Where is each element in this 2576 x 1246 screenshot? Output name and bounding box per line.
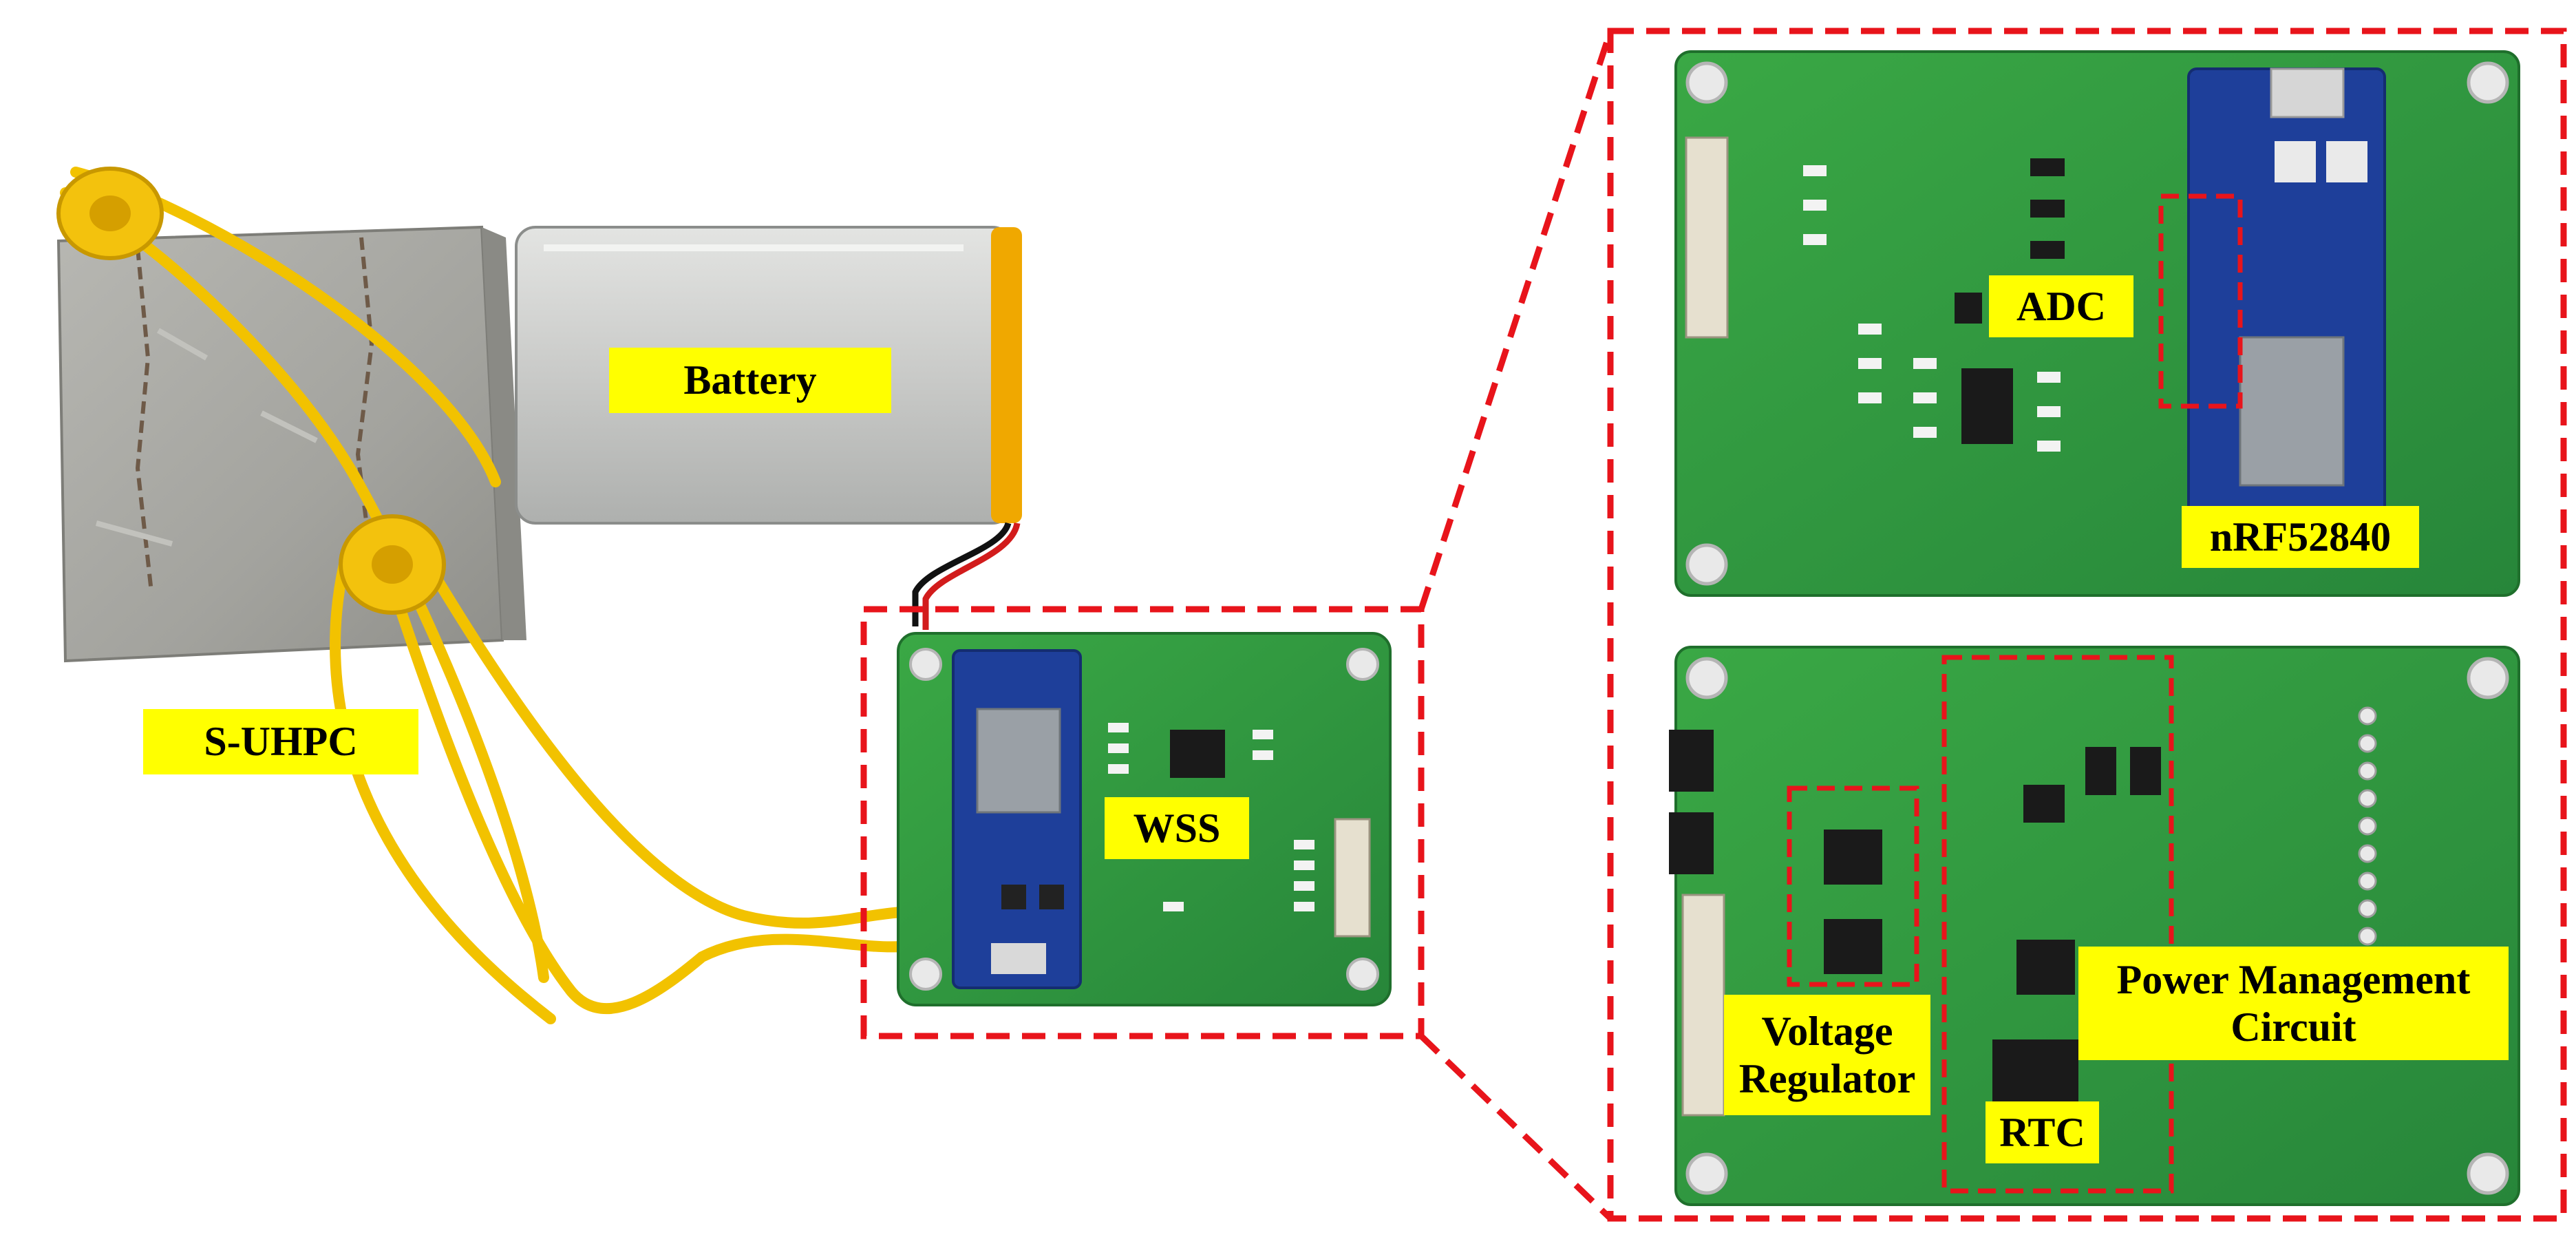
uhpc-specimen [56, 225, 526, 663]
label-wss: WSS [1105, 797, 1249, 859]
label-voltage-regulator: Voltage Regulator [1724, 995, 1930, 1115]
label-battery: Battery [609, 348, 891, 413]
lipo-battery [515, 226, 1022, 630]
label-adc: ADC [1989, 275, 2133, 337]
detail-top-board [1674, 50, 2520, 597]
label-specimen: S-UHPC [143, 709, 418, 774]
label-mcu: nRF52840 [2182, 506, 2419, 568]
detail-callout-box [1607, 28, 2567, 1222]
wire-clamps [56, 167, 446, 615]
label-power-management: Power Management Circuit [2078, 947, 2509, 1060]
label-rtc: RTC [1986, 1101, 2099, 1163]
callout-connectors [1418, 30, 1614, 1221]
wss-callout-box [860, 606, 1425, 1039]
